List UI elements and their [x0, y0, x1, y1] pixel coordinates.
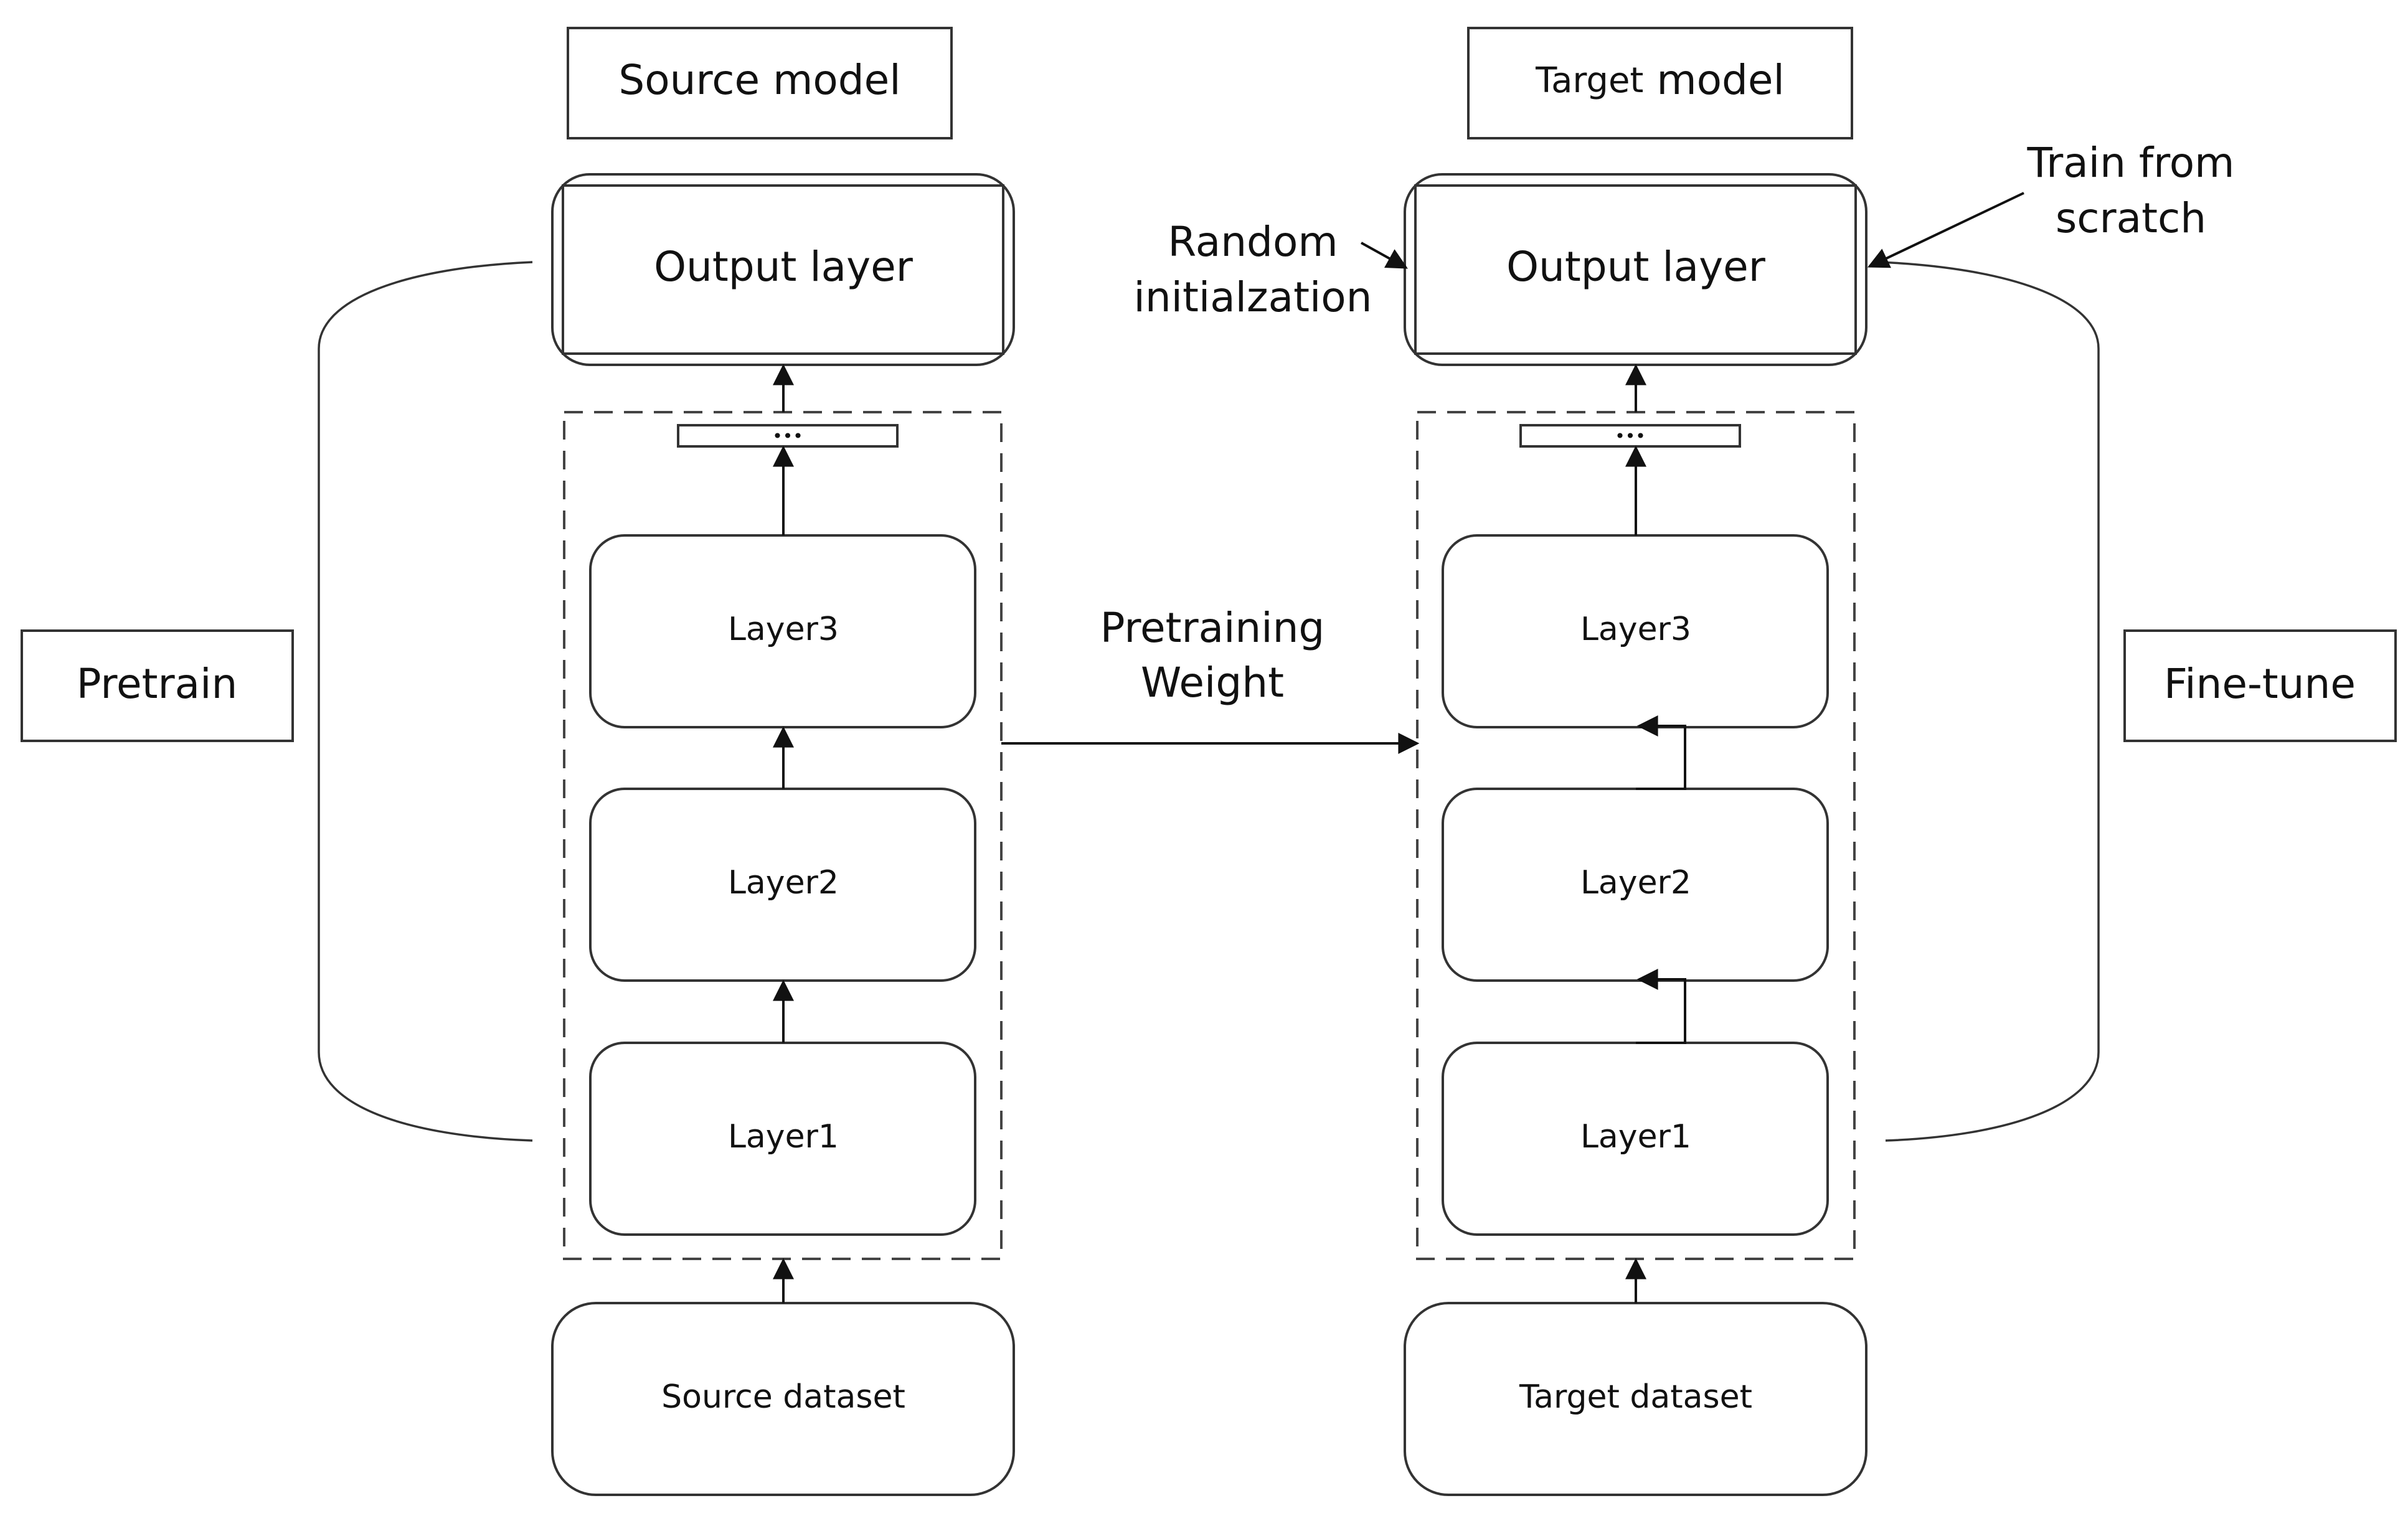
target-layer2-label: Layer2	[1580, 864, 1691, 902]
target-model: Target model Output layer ••• Layer3 Lay…	[1404, 27, 2100, 1496]
random-note-line2: initialzation	[1133, 273, 1372, 321]
pretraining-weight-transfer: Pretraining Weight	[1001, 604, 1420, 754]
transfer-label-line2: Weight	[1141, 659, 1284, 707]
source-model-title: Source model	[618, 56, 900, 104]
fine-tune-phase: Fine-tune	[2123, 629, 2397, 742]
target-output-layer-label: Output layer	[1506, 243, 1766, 291]
source-dataset: Source dataset	[551, 1302, 1015, 1496]
target-layer2: Layer2	[1442, 788, 1829, 982]
train-from-scratch-note: Train from scratch	[1867, 139, 2235, 268]
source-layer3-label: Layer3	[728, 611, 839, 648]
random-initialization-note: Random initialzation	[1133, 218, 1408, 321]
target-output-layer: Output layer	[1404, 173, 1867, 366]
source-layer2-label: Layer2	[728, 864, 839, 902]
random-note-arrow	[1361, 242, 1408, 269]
source-model-title-box	[567, 27, 953, 139]
target-dataset-label: Target dataset	[1519, 1378, 1752, 1416]
target-layer3-label: Layer3	[1580, 611, 1691, 648]
scratch-note-line1: Train from	[2027, 139, 2235, 187]
target-model-title-rest: model	[1643, 56, 1785, 104]
target-arrow-layer1-to-layer2	[1636, 969, 1686, 1044]
target-model-title: Target model	[1535, 56, 1785, 104]
source-output-layer: Output layer	[551, 173, 1015, 366]
random-note-line1: Random	[1168, 218, 1338, 266]
target-model-title-box	[1467, 27, 1853, 139]
target-model-title-small: Target	[1535, 60, 1643, 101]
transfer-label-line1: Pretraining	[1100, 604, 1325, 652]
target-ellipsis: •••	[1615, 426, 1646, 446]
target-layer1: Layer1	[1442, 1042, 1829, 1236]
source-layer2: Layer2	[589, 788, 976, 982]
source-dataset-label: Source dataset	[661, 1378, 905, 1416]
source-layer3: Layer3	[589, 534, 976, 728]
source-ellipsis-bar: •••	[677, 424, 899, 448]
fine-tune-bracket	[1879, 261, 2100, 1142]
source-layer1-label: Layer1	[728, 1118, 839, 1156]
target-ellipsis-bar: •••	[1519, 424, 1741, 448]
target-layer1-label: Layer1	[1580, 1118, 1691, 1156]
pretrain-label: Pretrain	[77, 660, 238, 708]
fine-tune-label: Fine-tune	[2164, 660, 2356, 708]
source-layer1: Layer1	[589, 1042, 976, 1236]
source-model: Source model Output layer ••• Layer3 Lay…	[318, 27, 1015, 1496]
pretrain-phase: Pretrain	[21, 629, 294, 742]
source-output-layer-label: Output layer	[654, 243, 914, 291]
source-ellipsis: •••	[772, 426, 803, 446]
scratch-note-arrow	[1867, 192, 2024, 268]
scratch-note-line2: scratch	[2056, 194, 2206, 242]
pretrain-bracket	[318, 261, 533, 1142]
target-layer3: Layer3	[1442, 534, 1829, 728]
target-arrow-layer2-to-layer3	[1636, 715, 1686, 790]
target-dataset: Target dataset	[1404, 1302, 1867, 1496]
